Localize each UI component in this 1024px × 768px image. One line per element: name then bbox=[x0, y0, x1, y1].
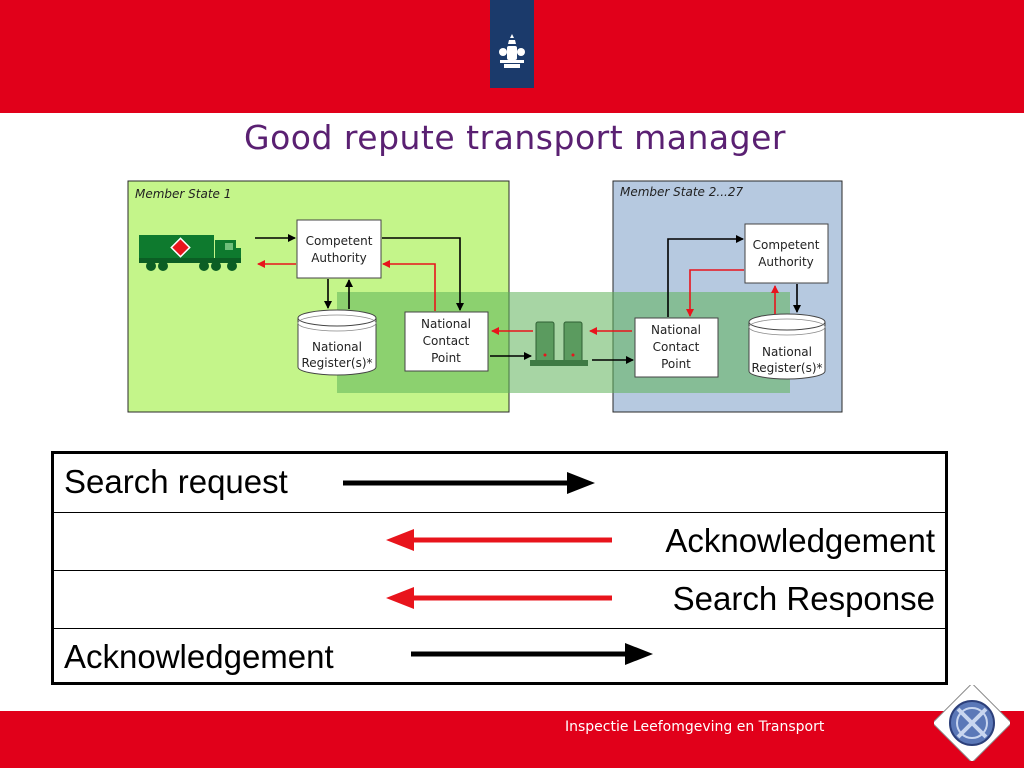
server-icon bbox=[530, 321, 588, 366]
ms2-national-register-cylinder bbox=[748, 313, 826, 380]
message-row: Search Response bbox=[54, 570, 945, 628]
message-label: Acknowledgement bbox=[64, 638, 334, 675]
ms2-national-contact-point-box bbox=[634, 317, 719, 378]
ms2-ca-line2: Authority bbox=[758, 255, 814, 269]
message-label: Search request bbox=[64, 463, 288, 500]
ms2-ncp-line2: Contact bbox=[653, 340, 700, 354]
ms1-competent-authority-box bbox=[296, 219, 382, 279]
ms1-national-register-cylinder bbox=[297, 309, 377, 376]
ms1-ca-line1: Competent bbox=[306, 234, 373, 248]
ms2-competent-authority-box bbox=[744, 223, 829, 284]
message-label: Acknowledgement bbox=[665, 522, 935, 559]
inspectorate-emblem-icon bbox=[934, 685, 1010, 761]
ms1-national-contact-point-box bbox=[404, 311, 489, 372]
member-state-2-label: Member State 2...27 bbox=[620, 185, 743, 199]
ms2-nr-line2: Register(s)* bbox=[751, 361, 822, 375]
ms1-ncp-line2: Contact bbox=[423, 334, 470, 348]
government-ribbon bbox=[490, 0, 534, 88]
ms2-ca-line1: Competent bbox=[753, 238, 820, 252]
truck-icon bbox=[139, 235, 241, 271]
exchange-diagram: Member State 1 Member State 2...27 Compe… bbox=[127, 180, 843, 413]
bottom-banner bbox=[0, 711, 1024, 768]
message-row: Acknowledgement bbox=[54, 512, 945, 570]
ms1-flow-arrows bbox=[255, 234, 533, 360]
ms2-flow-arrows bbox=[589, 235, 801, 364]
ms2-nr-line1: National bbox=[762, 345, 812, 359]
ms1-ncp-line1: National bbox=[421, 317, 471, 331]
ms2-ncp-line1: National bbox=[651, 323, 701, 337]
message-label: Search Response bbox=[672, 580, 935, 617]
ms1-nr-line1: National bbox=[312, 340, 362, 354]
coat-of-arms-icon bbox=[499, 34, 525, 68]
message-row: Search request bbox=[54, 454, 945, 512]
message-sequence-table: Search request Acknowledgement Search Re… bbox=[51, 451, 948, 685]
ms1-ca-line2: Authority bbox=[311, 251, 367, 265]
message-row: Acknowledgement bbox=[54, 628, 945, 686]
footer-organization: Inspectie Leefomgeving en Transport bbox=[565, 719, 825, 735]
right-arrow-icon bbox=[343, 472, 595, 494]
right-arrow-icon bbox=[411, 643, 653, 665]
ms2-ncp-line3: Point bbox=[661, 357, 691, 371]
left-arrow-icon bbox=[386, 529, 612, 551]
member-state-1-label: Member State 1 bbox=[135, 187, 231, 201]
ms1-nr-line2: Register(s)* bbox=[301, 356, 372, 370]
left-arrow-icon bbox=[386, 587, 612, 609]
ms1-ncp-line3: Point bbox=[431, 351, 461, 365]
slide-title: Good repute transport manager bbox=[244, 118, 786, 157]
